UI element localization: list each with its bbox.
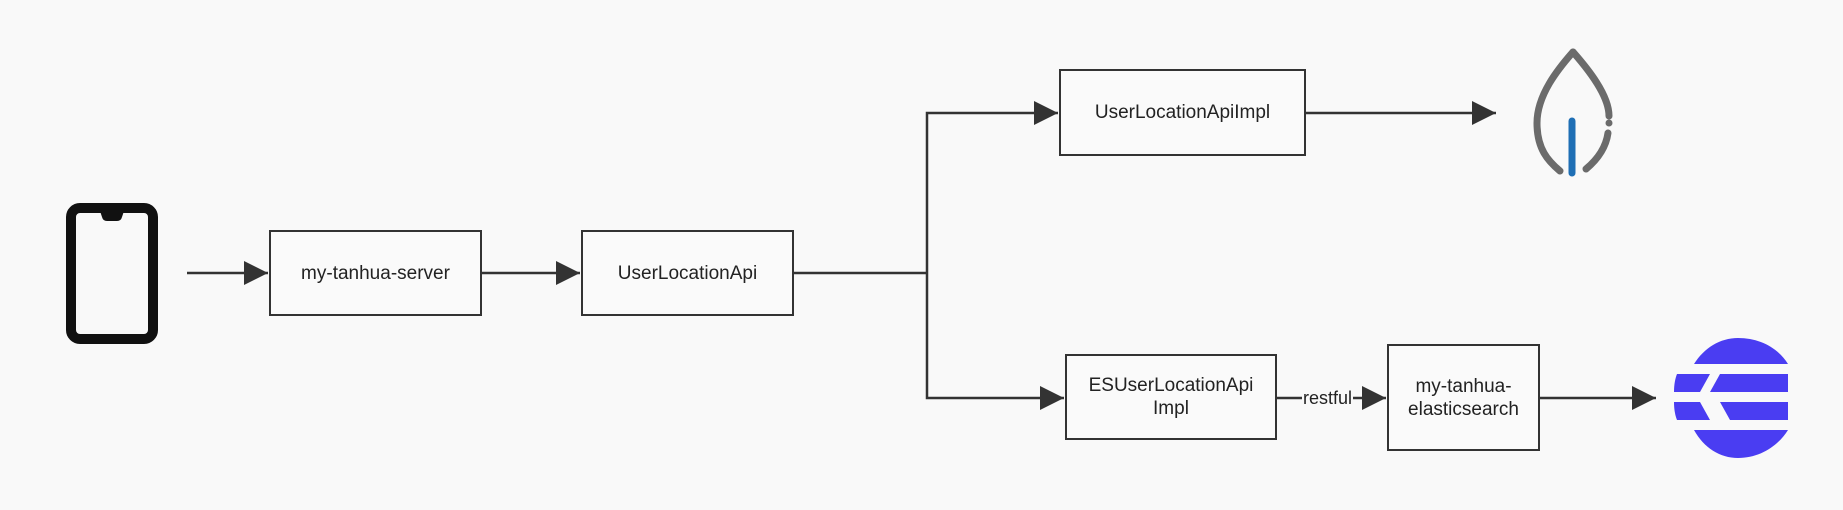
edge-junction-to-es-impl xyxy=(925,273,1064,410)
user-location-api-node[interactable]: UserLocationApi xyxy=(581,230,794,316)
node-label: UserLocationApi xyxy=(617,262,758,284)
node-label: UserLocationApiImpl xyxy=(1094,102,1271,123)
user-location-api-impl-node[interactable]: UserLocationApiImpl xyxy=(1059,69,1306,156)
mongodb-leaf-icon xyxy=(1533,48,1613,177)
node-label: ESUserLocationApi Impl xyxy=(1088,375,1254,419)
node-label: my-tanhua-server xyxy=(301,262,450,284)
my-tanhua-server-node[interactable]: my-tanhua-server xyxy=(269,230,482,316)
edge-junction-to-api-impl xyxy=(925,101,1058,273)
elasticsearch-icon xyxy=(1674,338,1788,458)
node-label: my-tanhua- elasticsearch xyxy=(1408,375,1519,420)
restful-edge-label: restful xyxy=(1302,388,1354,409)
my-tanhua-elasticsearch-node[interactable]: my-tanhua- elasticsearch xyxy=(1387,344,1540,451)
es-user-location-api-impl-node[interactable]: ESUserLocationApi Impl xyxy=(1065,354,1277,440)
smartphone-icon xyxy=(66,203,158,344)
